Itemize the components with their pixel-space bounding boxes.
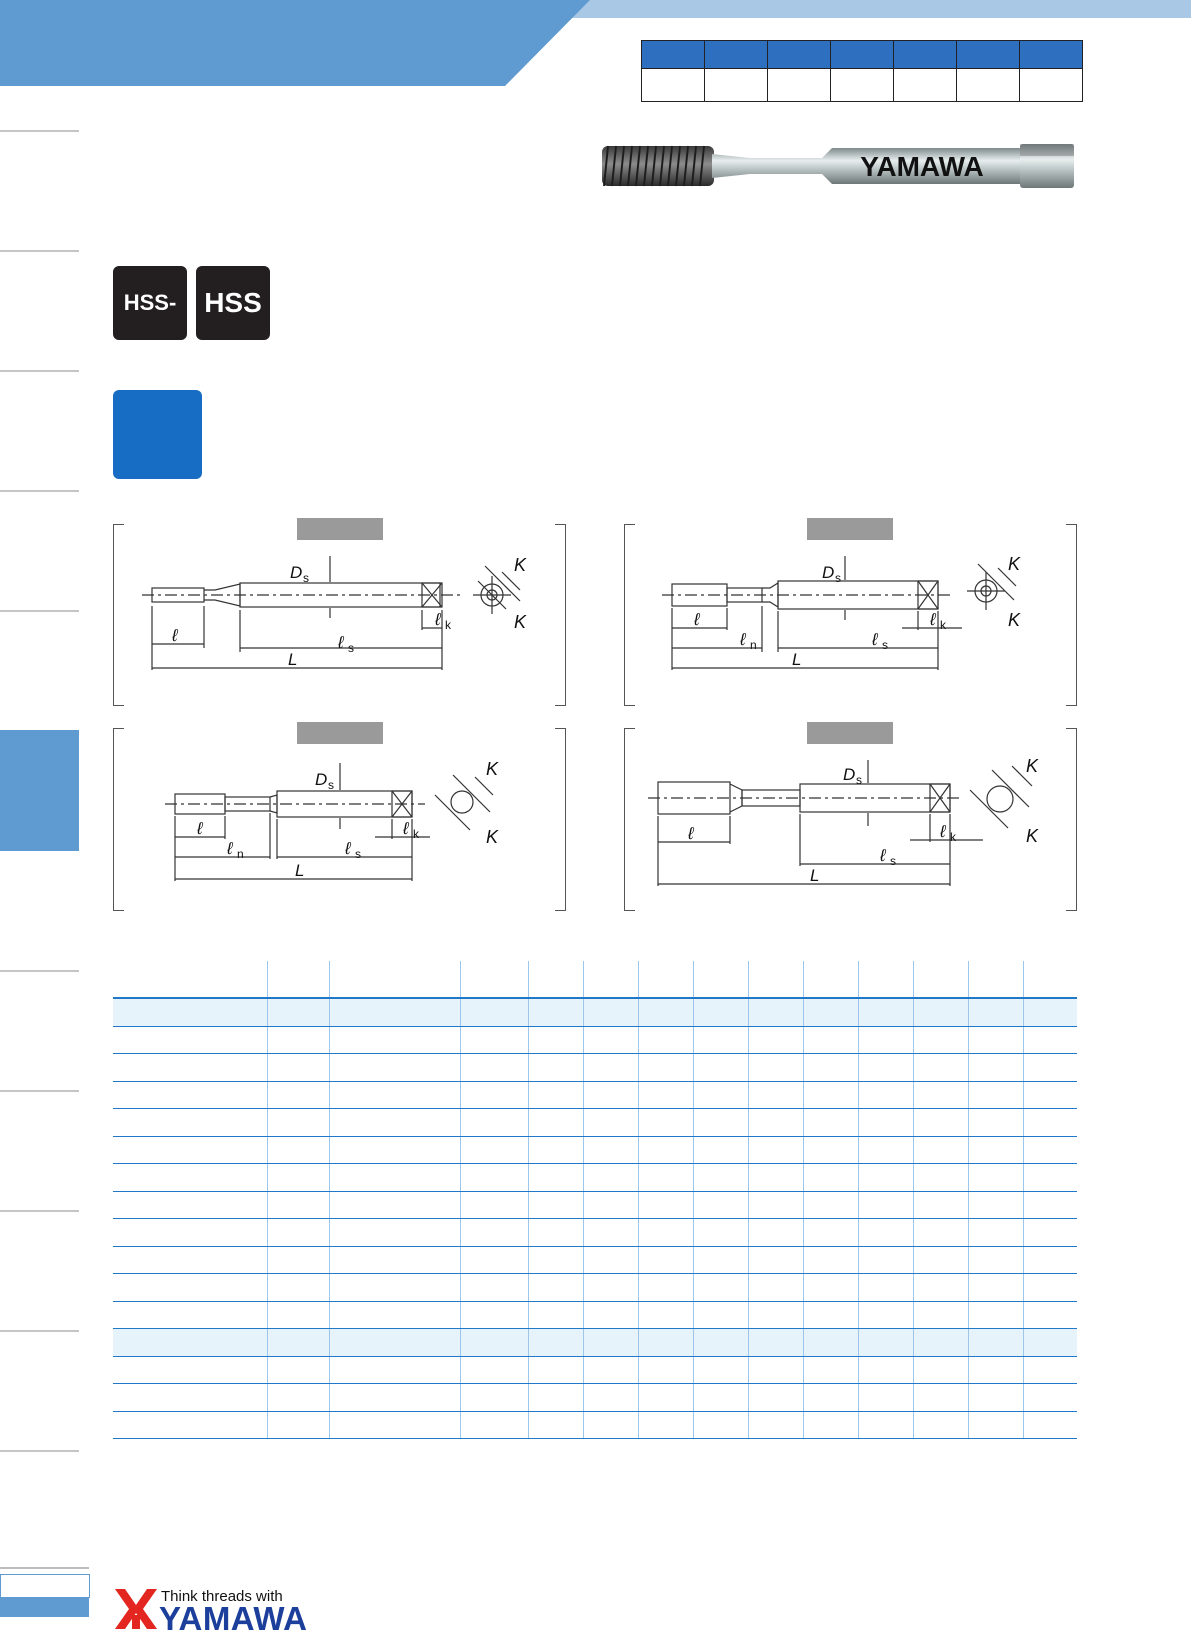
lk-sub: k	[413, 827, 420, 841]
L-label: L	[792, 650, 801, 669]
category-square	[113, 390, 202, 479]
diagram-bracket	[113, 728, 124, 911]
ls-sub: s	[882, 638, 888, 652]
diagram-bracket	[1066, 728, 1077, 911]
lk-label: ℓ	[434, 610, 441, 629]
side-index-line	[0, 130, 79, 132]
side-index-line	[0, 490, 79, 492]
k-label-top: K	[486, 759, 499, 779]
side-index-line	[0, 610, 79, 612]
lk-label: ℓ	[402, 819, 409, 838]
yamawa-logo-icon	[115, 1589, 157, 1629]
diagram-label-box	[807, 518, 893, 540]
side-index-line	[0, 1330, 79, 1332]
side-index-line	[0, 1450, 79, 1452]
ln-label: ℓ	[739, 630, 746, 649]
lk-sub: k	[950, 830, 957, 844]
ds-sub: s	[856, 773, 862, 787]
k-label-bottom: K	[486, 827, 499, 847]
ls-sub: s	[890, 854, 896, 868]
k-label-top: K	[1008, 554, 1021, 574]
hss-badge-right: HSS	[196, 266, 270, 340]
ds-label: D	[822, 563, 834, 582]
tap-diagram-2: D s ℓ ℓ n ℓ s L ℓ k K K	[662, 554, 1021, 670]
side-index-active-tab[interactable]	[0, 730, 79, 851]
lk-label: ℓ	[929, 610, 936, 629]
tap-diagram-1: D s ℓ ℓ s L ℓ k K K	[142, 555, 527, 670]
lk-sub: k	[445, 618, 452, 632]
k-label-top: K	[514, 555, 527, 575]
diagram-bracket	[555, 728, 566, 911]
page-number-box	[0, 1574, 90, 1598]
shank-marking: YAMAWA	[860, 151, 983, 182]
diagram-bracket	[555, 524, 566, 706]
side-index-line	[0, 970, 79, 972]
ds-label: D	[315, 770, 327, 789]
ls-sub: s	[348, 641, 354, 655]
diagram-bracket	[624, 728, 635, 911]
hss-badge-left: HSS-	[113, 266, 187, 340]
header-title-bar	[0, 0, 590, 86]
footer-tagline: Think threads with	[161, 1588, 283, 1605]
ln-sub: n	[237, 847, 244, 861]
ln-label: ℓ	[226, 839, 233, 858]
ls-label: ℓ	[871, 630, 878, 649]
footer-divider	[0, 1567, 89, 1569]
side-index-line	[0, 250, 79, 252]
size-data-table	[113, 961, 1077, 1439]
ls-sub: s	[355, 847, 361, 861]
ds-sub: s	[835, 571, 841, 585]
l-label: ℓ	[687, 824, 694, 843]
k-label-bottom: K	[514, 612, 527, 632]
side-index-line	[0, 1090, 79, 1092]
ds-label: D	[290, 563, 302, 582]
L-label: L	[810, 866, 819, 885]
diagram-bracket	[113, 524, 124, 706]
lk-label: ℓ	[939, 822, 946, 841]
side-index-line	[0, 370, 79, 372]
ls-label: ℓ	[337, 633, 344, 652]
product-photo: YAMAWA	[602, 144, 1074, 188]
k-label-bottom: K	[1008, 610, 1021, 630]
tap-diagram-4: D s ℓ ℓ s L ℓ k K K	[648, 756, 1039, 886]
ls-label: ℓ	[879, 846, 886, 865]
k-label-top: K	[1026, 756, 1039, 776]
l-label: ℓ	[693, 610, 700, 629]
diagram-label-box	[297, 722, 383, 744]
spec-table	[641, 40, 1083, 102]
side-index-line	[0, 1210, 79, 1212]
tap-diagram-3: D s ℓ ℓ n ℓ s L ℓ k K K	[165, 759, 499, 881]
diagram-label-box	[297, 518, 383, 540]
ln-sub: n	[750, 638, 757, 652]
ds-sub: s	[303, 571, 309, 585]
L-label: L	[288, 650, 297, 669]
ls-label: ℓ	[344, 839, 351, 858]
footer-brand: YAMAWA	[159, 1600, 308, 1637]
l-label: ℓ	[196, 819, 203, 838]
diagram-bracket	[624, 524, 635, 706]
diagram-bracket	[1066, 524, 1077, 706]
footer-bar	[0, 1597, 89, 1617]
k-label-bottom: K	[1026, 826, 1039, 846]
ds-label: D	[843, 765, 855, 784]
diagram-label-box	[807, 722, 893, 744]
l-label: ℓ	[171, 626, 178, 645]
ds-sub: s	[328, 778, 334, 792]
lk-sub: k	[940, 618, 947, 632]
L-label: L	[295, 861, 304, 880]
